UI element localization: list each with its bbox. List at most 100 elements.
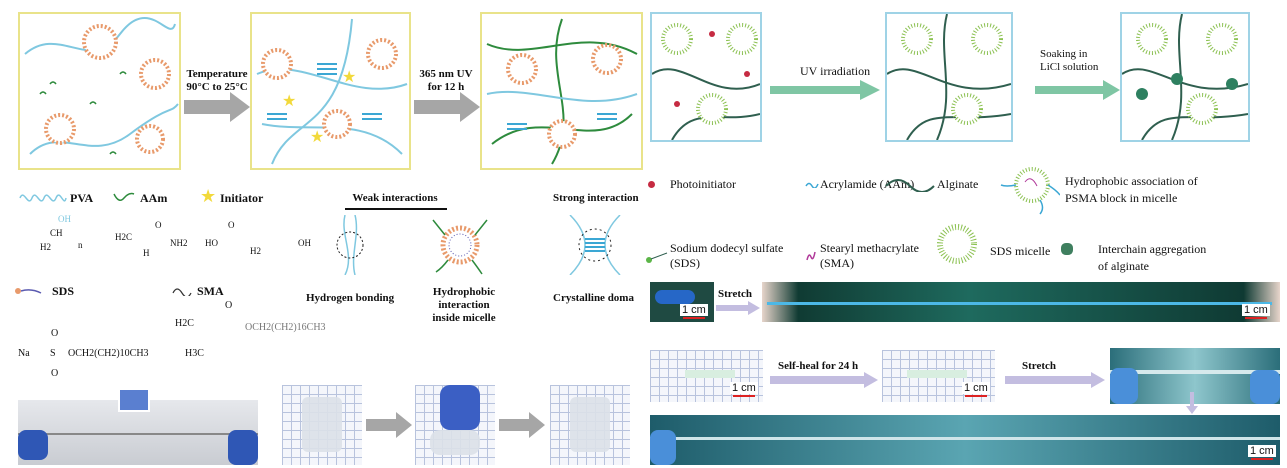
photo-healed-stretched: 1 cm xyxy=(650,415,1280,465)
scheme-panel-soaked xyxy=(1120,12,1250,142)
hydrophobic-interaction-label: Hydrophobic interaction inside micelle xyxy=(408,286,520,325)
glove-left xyxy=(1110,368,1138,404)
ini-h2: H2 xyxy=(250,246,261,256)
soaked-illustration xyxy=(1121,13,1249,141)
photo-gel-compressed xyxy=(415,385,495,465)
green-arrow-icon xyxy=(770,80,880,100)
cut-hydrogel xyxy=(685,370,735,378)
sds-chain: OCH2(CH2)10CH3 xyxy=(68,348,149,359)
blue-hydrogel xyxy=(655,290,695,304)
legend-photoinitiator: Photoinitiator xyxy=(670,177,736,191)
aam-h2c: H2C xyxy=(115,232,133,242)
gray-arrow-icon xyxy=(414,92,480,122)
photo-inset-clip xyxy=(118,388,150,412)
sds-formula: Na S OCH2(CH2)10CH3 O O xyxy=(18,328,149,385)
glove-right xyxy=(228,430,258,465)
aam-o: O xyxy=(155,220,162,230)
self-heal-label: Self-heal for 24 h xyxy=(778,360,859,372)
aam-formula: H2C O NH2 H xyxy=(115,220,188,260)
pva-ch: CH xyxy=(50,228,63,238)
gray-arrow-icon xyxy=(366,412,412,438)
sds-line1: Sodium dodecyl sulfate xyxy=(670,241,784,255)
scale-bar: 1 cm xyxy=(1248,445,1276,460)
crystalline-domain-icon xyxy=(569,215,621,275)
glove-left xyxy=(18,430,48,460)
aam-icon xyxy=(113,192,135,201)
arrow2-label-line1: 365 nm UV xyxy=(419,68,473,80)
precursor-illustration xyxy=(651,23,761,141)
pva-h2: H2 xyxy=(40,242,51,252)
soaking-line2: LiCl solution xyxy=(1040,61,1099,73)
acrylamide-icon xyxy=(805,182,819,188)
sds-line2: (SDS) xyxy=(670,256,701,270)
gel-compressed xyxy=(430,430,480,455)
legend-hydrophobic-association: Hydrophobic association of PSMA block in… xyxy=(1065,173,1198,207)
uv-irradiation-label: UV irradiation xyxy=(800,64,871,78)
glove-right xyxy=(1250,370,1280,404)
hydrophobic-assoc-line2: PSMA block in micelle xyxy=(1065,191,1178,205)
hydrogen-bond-icon xyxy=(336,215,364,275)
pva-n: n xyxy=(78,240,83,250)
crystalline-domain-label: Crystalline doma xyxy=(553,292,634,304)
sma-formula: H2C O OCH2(CH2)16CH3 H3C xyxy=(175,300,326,360)
arrow1-label-line1: Temperature xyxy=(186,68,248,80)
arrow2-label-line2: for 12 h xyxy=(427,81,465,93)
photo-hydrogel-stretched: 1 cm xyxy=(762,282,1280,322)
photo-healed-hydrogel: 1 cm xyxy=(882,350,995,402)
cooled-network-illustration: ★★★ xyxy=(256,18,408,165)
glove-left xyxy=(650,430,676,465)
weak-header-rule xyxy=(345,208,447,210)
sds-s: S xyxy=(50,348,56,359)
legend-sma-molecule: Stearyl methacrylate (SMA) xyxy=(820,241,919,271)
svg-text:★: ★ xyxy=(282,93,296,110)
sma-icon xyxy=(172,288,192,296)
sma-line1: Stearyl methacrylate xyxy=(820,241,919,255)
photo-healed-stretch-start xyxy=(1110,348,1280,404)
scheme-panel-crosslinked xyxy=(480,12,643,170)
glove-press xyxy=(440,385,480,430)
gel-recovered xyxy=(570,397,610,452)
legend-pva: PVA xyxy=(70,191,94,205)
hydrophobic-line1: Hydrophobic interaction xyxy=(432,286,496,311)
sma-line2: (SMA) xyxy=(820,256,855,270)
svg-text:★: ★ xyxy=(310,129,324,146)
ini-ho: HO xyxy=(205,238,218,248)
stretched-healed-strip xyxy=(650,437,1280,440)
hydrophobic-line2: inside micelle xyxy=(432,312,496,324)
healed-hydrogel xyxy=(907,370,967,378)
legend-alginate: Alginate xyxy=(937,177,979,191)
stretched-film-strip xyxy=(18,433,258,435)
sds-icon xyxy=(15,288,42,294)
gray-arrow-icon xyxy=(184,92,250,122)
stretch2-label: Stretch xyxy=(1022,360,1057,372)
ini-oh: OH xyxy=(298,238,311,248)
irradiated-illustration xyxy=(886,13,1012,141)
arrow2-label: 365 nm UV for 12 h xyxy=(412,68,480,94)
interchain-line1: Interchain aggregation xyxy=(1098,242,1207,256)
weak-interactions-header: Weak interactions xyxy=(352,192,438,204)
legend-sds-molecule: Sodium dodecyl sulfate (SDS) xyxy=(670,241,783,271)
photoinitiator-icon xyxy=(648,181,655,188)
legend-sma: SMA xyxy=(197,284,224,298)
crosslinked-network-illustration xyxy=(486,18,638,165)
scheme-panel-cooled: ★★★ xyxy=(250,12,411,170)
soaking-line1: Soaking in xyxy=(1040,48,1088,60)
legend-sds: SDS xyxy=(52,284,75,298)
photo-gel-recovered xyxy=(550,385,630,465)
arrow1-label: Temperature 90°C to 25°C xyxy=(184,68,250,94)
stretch-label: Stretch xyxy=(718,288,753,300)
stretched-hydrogel xyxy=(767,302,1272,305)
soaking-label: Soaking in LiCl solution xyxy=(1040,48,1098,74)
strong-interaction-header: Strong interaction xyxy=(553,192,639,204)
sds-o-bottom: O xyxy=(51,368,59,379)
pva-formula: OH CH H2 n xyxy=(28,214,88,254)
alginate-icon xyxy=(885,179,935,192)
scale-bar: 1 cm xyxy=(730,382,758,397)
legend-interchain: Interchain aggregation of alginate xyxy=(1098,241,1206,275)
hydrophobic-assoc-line1: Hydrophobic association of xyxy=(1065,174,1198,188)
healed-strip xyxy=(1110,370,1280,374)
sds-molecule-icon xyxy=(646,252,668,263)
legend-sds-micelle: SDS micelle xyxy=(990,244,1051,258)
legend-aam: AAm xyxy=(140,191,168,205)
sma-h3c: H3C xyxy=(185,348,204,359)
